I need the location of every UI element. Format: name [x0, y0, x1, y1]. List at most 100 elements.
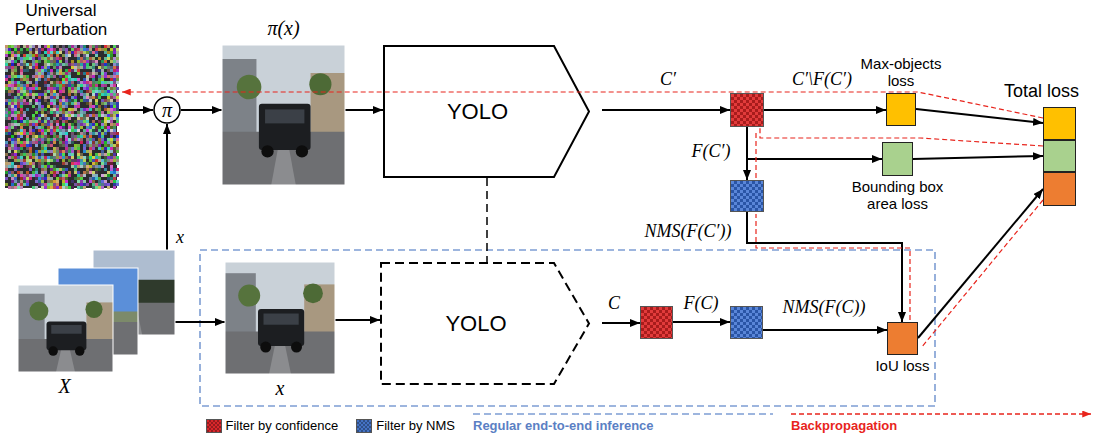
noise-pixel — [17, 123, 20, 126]
noise-pixel — [77, 48, 80, 51]
noise-pixel — [83, 150, 86, 153]
flow-arrow — [673, 321, 730, 323]
noise-pixel — [35, 84, 38, 87]
noise-pixel — [116, 120, 119, 123]
noise-pixel — [74, 84, 77, 87]
noise-pixel — [50, 138, 53, 141]
noise-pixel — [44, 144, 47, 147]
noise-pixel — [116, 75, 119, 78]
noise-pixel — [32, 168, 35, 171]
noise-pixel — [35, 51, 38, 54]
noise-pixel — [11, 102, 14, 105]
noise-pixel — [62, 168, 65, 171]
noise-pixel — [41, 153, 44, 156]
noise-pixel — [101, 153, 104, 156]
noise-pixel — [104, 48, 107, 51]
noise-pixel — [65, 156, 68, 159]
noise-pixel — [59, 174, 62, 177]
noise-pixel — [104, 147, 107, 150]
noise-pixel — [74, 114, 77, 117]
noise-pixel — [98, 57, 101, 60]
noise-pixel — [80, 132, 83, 135]
noise-pixel — [104, 84, 107, 87]
noise-pixel — [8, 51, 11, 54]
noise-pixel — [80, 93, 83, 96]
noise-pixel — [53, 183, 56, 186]
noise-pixel — [44, 174, 47, 177]
noise-pixel — [8, 144, 11, 147]
noise-pixel — [65, 96, 68, 99]
noise-pixel — [56, 147, 59, 150]
noise-pixel — [65, 78, 68, 81]
noise-pixel — [110, 141, 113, 144]
noise-pixel — [41, 174, 44, 177]
noise-pixel — [14, 132, 17, 135]
noise-pixel — [44, 78, 47, 81]
noise-pixel — [104, 81, 107, 84]
noise-pixel — [104, 162, 107, 165]
noise-pixel — [17, 96, 20, 99]
noise-pixel — [86, 168, 89, 171]
shape-outline — [225, 262, 335, 374]
noise-pixel — [104, 57, 107, 60]
noise-pixel — [11, 111, 14, 114]
noise-pixel — [77, 78, 80, 81]
noise-pixel — [23, 183, 26, 186]
noise-pixel — [95, 60, 98, 63]
noise-pixel — [14, 177, 17, 180]
noise-pixel — [113, 174, 116, 177]
noise-pixel — [35, 171, 38, 174]
noise-pixel — [95, 186, 98, 189]
noise-pixel — [59, 48, 62, 51]
noise-pixel — [5, 183, 8, 186]
noise-pixel — [56, 69, 59, 72]
noise-pixel — [17, 132, 20, 135]
noise-pixel — [38, 183, 41, 186]
noise-pixel — [14, 180, 17, 183]
noise-pixel — [26, 63, 29, 66]
noise-pixel — [32, 51, 35, 54]
node-label: IoU loss — [863, 357, 943, 374]
node-label: π(x) — [244, 17, 324, 40]
noise-pixel — [98, 141, 101, 144]
noise-pixel — [47, 186, 50, 189]
noise-pixel — [50, 159, 53, 162]
noise-pixel — [8, 63, 11, 66]
noise-pixel — [116, 141, 119, 144]
noise-pixel — [47, 165, 50, 168]
noise-pixel — [5, 63, 8, 66]
noise-pixel — [89, 126, 92, 129]
noise-pixel — [59, 153, 62, 156]
noise-pixel — [95, 72, 98, 75]
noise-pixel — [29, 63, 32, 66]
noise-pixel — [92, 159, 95, 162]
noise-pixel — [5, 78, 8, 81]
noise-pixel — [26, 135, 29, 138]
noise-pixel — [56, 66, 59, 69]
flow-arrow — [764, 109, 886, 111]
noise-pixel — [47, 174, 50, 177]
noise-pixel — [35, 138, 38, 141]
noise-pixel — [35, 180, 38, 183]
noise-pixel — [113, 144, 116, 147]
legend-text: Filter by NMS — [376, 418, 455, 433]
noise-pixel — [20, 162, 23, 165]
noise-pixel — [20, 90, 23, 93]
noise-pixel — [95, 54, 98, 57]
noise-pixel — [89, 159, 92, 162]
noise-pixel — [80, 123, 83, 126]
noise-pixel — [116, 114, 119, 117]
noise-pixel — [110, 147, 113, 150]
noise-pixel — [86, 150, 89, 153]
noise-pixel — [77, 57, 80, 60]
noise-pixel — [50, 165, 53, 168]
noise-pixel — [17, 171, 20, 174]
noise-pixel — [44, 186, 47, 189]
noise-pixel — [41, 66, 44, 69]
noise-pixel — [113, 60, 116, 63]
image-set: X — [18, 250, 175, 372]
noise-pixel — [53, 132, 56, 135]
noise-pixel — [59, 141, 62, 144]
noise-pixel — [26, 138, 29, 141]
tree — [29, 302, 48, 321]
